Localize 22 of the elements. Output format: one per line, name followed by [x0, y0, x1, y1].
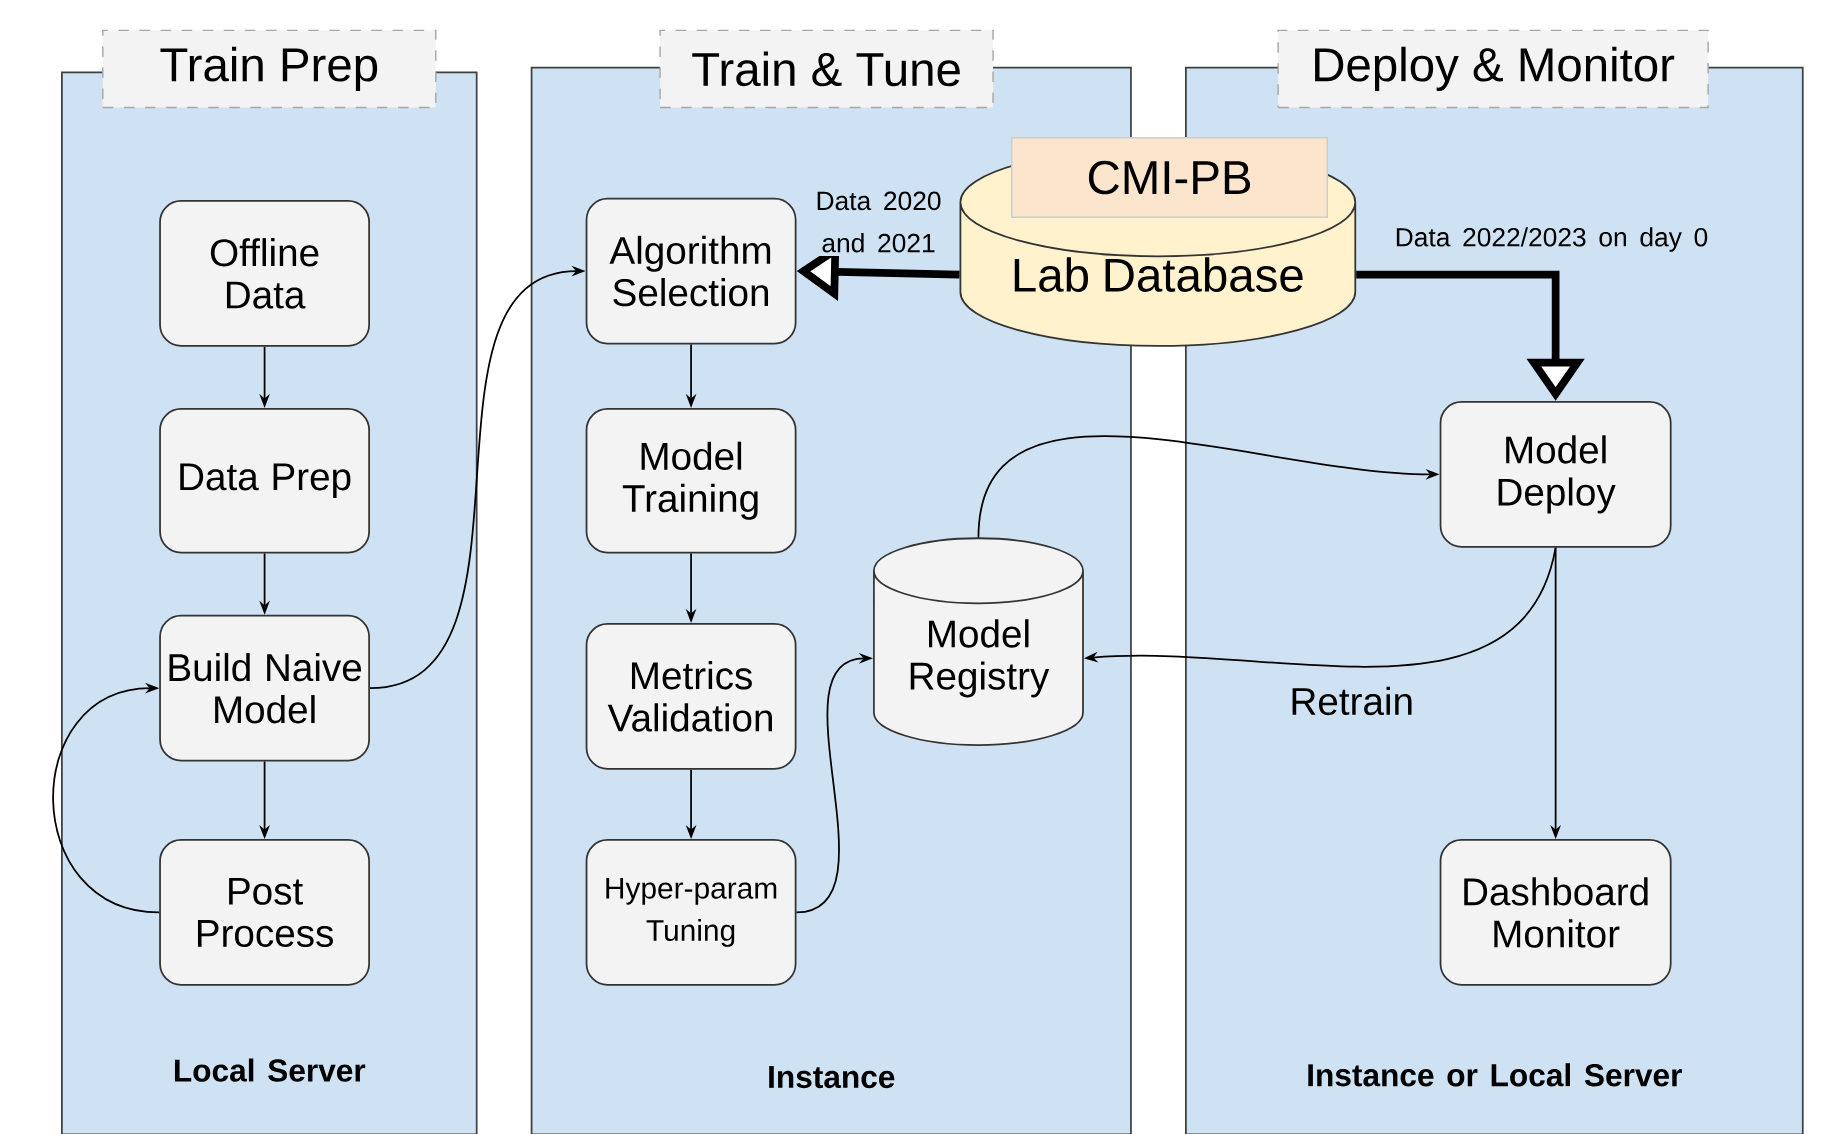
- edge-label: Retrain: [1292, 686, 1412, 715]
- lane-caption: Instance: [769, 1065, 895, 1088]
- lane-heading: Train Prep: [102, 29, 437, 108]
- lane-heading: Train & Tune: [659, 29, 994, 108]
- process-box: Offline Data: [159, 199, 370, 347]
- process-box: Model Deploy: [1439, 400, 1672, 548]
- database-cylinder: Model Registry: [873, 537, 1084, 746]
- lane-caption: Instance or Local Server: [1308, 1063, 1682, 1087]
- process-box: Model Training: [585, 407, 797, 554]
- process-box: Algorithm Selection: [585, 197, 797, 345]
- process-box: Hyper-param Tuning: [585, 838, 797, 986]
- lane-heading: Deploy & Monitor: [1277, 29, 1709, 108]
- edge-label: Data 2022/2023 on day 0: [1396, 227, 1708, 252]
- process-box: Build Naive Model: [159, 614, 370, 762]
- process-box: Dashboard Monitor: [1439, 838, 1672, 986]
- process-box: Post Process: [159, 838, 370, 986]
- header-box: CMI-PB: [1011, 136, 1328, 218]
- lane-caption: Local Server: [175, 1058, 366, 1082]
- edge-label: Data 2020 and 2021: [810, 187, 947, 256]
- process-box: Data Prep: [159, 407, 370, 554]
- arrow: [52, 682, 161, 914]
- process-box: Metrics Validation: [585, 622, 797, 770]
